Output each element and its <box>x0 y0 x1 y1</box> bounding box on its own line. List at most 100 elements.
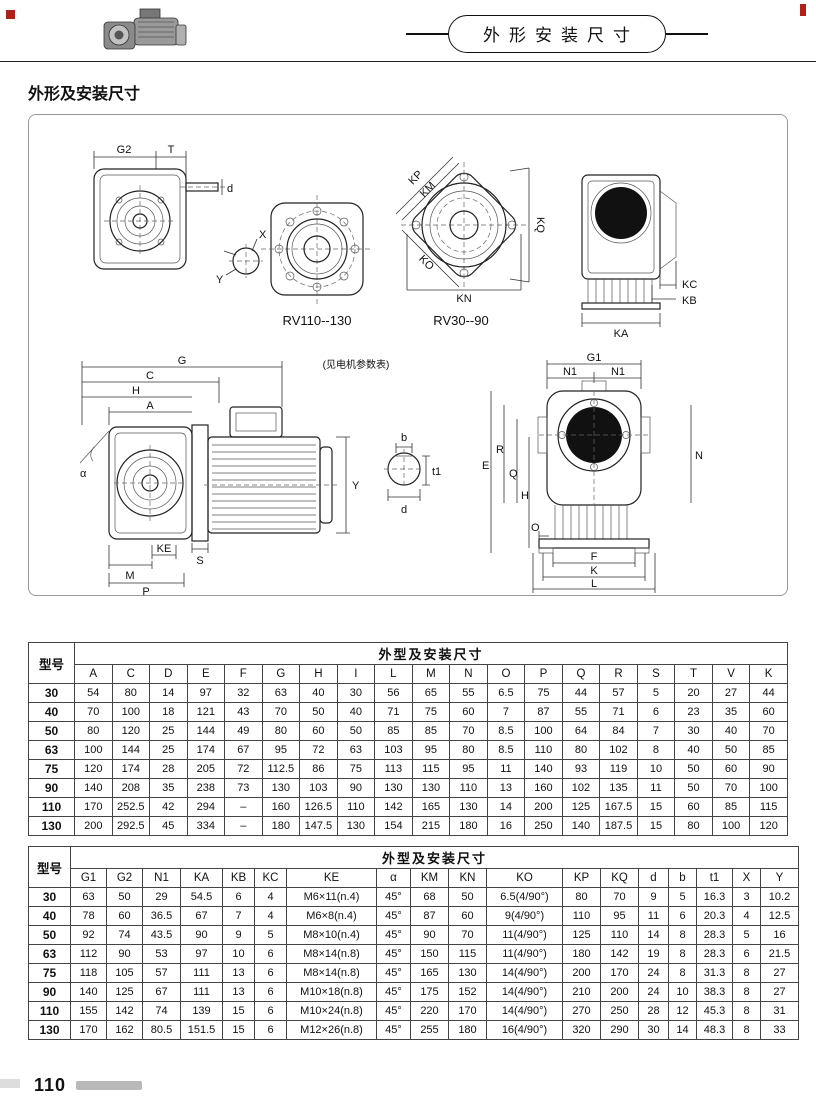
value-cell: 54 <box>74 683 113 703</box>
value-cell: 75 <box>336 759 376 779</box>
value-cell: 80 <box>261 721 301 741</box>
value-cell: 49 <box>224 721 263 741</box>
value-cell: 187.5 <box>599 816 638 836</box>
column-header: K <box>749 664 788 684</box>
value-cell: 50 <box>106 887 143 907</box>
value-cell: 35 <box>149 778 188 798</box>
value-cell: 255 <box>410 1020 449 1040</box>
value-cell: 74 <box>106 925 143 945</box>
dim-label-h: H <box>132 385 140 397</box>
value-cell: 144 <box>111 740 151 760</box>
value-cell: 14(4/90°) <box>486 982 563 1002</box>
dim-label-kp: KP <box>406 168 425 187</box>
value-cell: 90 <box>180 925 223 945</box>
motor-note: (见电机参数表) <box>323 358 390 371</box>
value-cell: 6.5 <box>486 683 526 703</box>
value-cell: 80 <box>449 740 488 760</box>
value-cell: 97 <box>186 683 226 703</box>
value-cell: 55 <box>449 683 488 703</box>
dim-label-kb: KB <box>682 295 697 307</box>
value-cell: 334 <box>186 816 226 836</box>
column-header: X <box>732 868 761 888</box>
dim-label-f: F <box>591 551 598 563</box>
value-cell: 71 <box>374 702 413 722</box>
figure-rear-view: KC KB KA <box>581 174 697 340</box>
value-cell: 142 <box>374 797 413 817</box>
value-cell: 24 <box>638 963 669 983</box>
value-cell: 200 <box>74 816 113 836</box>
value-cell: 73 <box>224 778 263 798</box>
value-cell: 112 <box>70 944 107 964</box>
value-cell: 67 <box>224 740 263 760</box>
value-cell: 170 <box>600 963 639 983</box>
value-cell: 180 <box>448 1020 487 1040</box>
dim-label-k: K <box>590 565 598 577</box>
section-title: 外形及安装尺寸 <box>28 86 141 103</box>
dim-label-d-shaft: d <box>227 183 233 195</box>
table2-title: 外型及安装尺寸 <box>69 846 800 869</box>
column-header: G1 <box>70 868 107 888</box>
value-cell: 40 <box>674 740 713 760</box>
value-cell: 6 <box>254 944 287 964</box>
model-cell: 90 <box>28 778 75 798</box>
value-cell: M6×11(n.4) <box>286 887 377 907</box>
dim-label-g1: G1 <box>587 353 602 364</box>
value-cell: 238 <box>186 778 226 798</box>
value-cell: 45° <box>376 982 411 1002</box>
value-cell: 140 <box>524 759 563 779</box>
value-cell: 130 <box>336 816 376 836</box>
value-cell: 5 <box>254 925 287 945</box>
value-cell: 57 <box>599 683 638 703</box>
value-cell: 27 <box>759 963 800 983</box>
value-cell: 20 <box>674 683 713 703</box>
column-header: KO <box>486 868 563 888</box>
value-cell: 53 <box>142 944 181 964</box>
value-cell: 8 <box>732 1020 761 1040</box>
value-cell: 50 <box>448 887 487 907</box>
value-cell: 8 <box>668 963 697 983</box>
value-cell: 162 <box>106 1020 143 1040</box>
value-cell: 92 <box>70 925 107 945</box>
value-cell: 30 <box>674 721 713 741</box>
value-cell: 95 <box>600 906 639 926</box>
value-cell: 64 <box>561 721 601 741</box>
value-cell: 6 <box>732 944 761 964</box>
dim-label-p: P <box>142 586 149 597</box>
value-cell: 115 <box>448 944 487 964</box>
value-cell: 10 <box>636 759 676 779</box>
value-cell: 6 <box>668 906 697 926</box>
dim-label-ko: KO <box>416 253 436 273</box>
value-cell: 70 <box>261 702 301 722</box>
value-cell: 292.5 <box>111 816 151 836</box>
dim-label-c: C <box>146 370 154 382</box>
value-cell: 75 <box>524 683 563 703</box>
figure-flange-rv110 <box>261 195 373 307</box>
dim-label-kn: KN <box>456 293 471 305</box>
model-cell: 110 <box>28 1001 71 1021</box>
column-header: N1 <box>142 868 181 888</box>
value-cell: 16 <box>486 816 526 836</box>
value-cell: 8 <box>732 982 761 1002</box>
value-cell: 33 <box>759 1020 800 1040</box>
column-header: KM <box>410 868 449 888</box>
value-cell: 80 <box>74 721 113 741</box>
model-cell: 90 <box>28 982 71 1002</box>
value-cell: 45° <box>376 1001 411 1021</box>
value-cell: 5 <box>668 887 697 907</box>
value-cell: 50 <box>674 778 713 798</box>
value-cell: 142 <box>106 1001 143 1021</box>
value-cell: 4 <box>732 906 761 926</box>
value-cell: 100 <box>749 778 788 798</box>
value-cell: 45 <box>149 816 188 836</box>
value-cell: 160 <box>261 797 301 817</box>
value-cell: M6×8(n.4) <box>286 906 377 926</box>
value-cell: 63 <box>70 887 107 907</box>
model-cell: 75 <box>28 759 75 779</box>
